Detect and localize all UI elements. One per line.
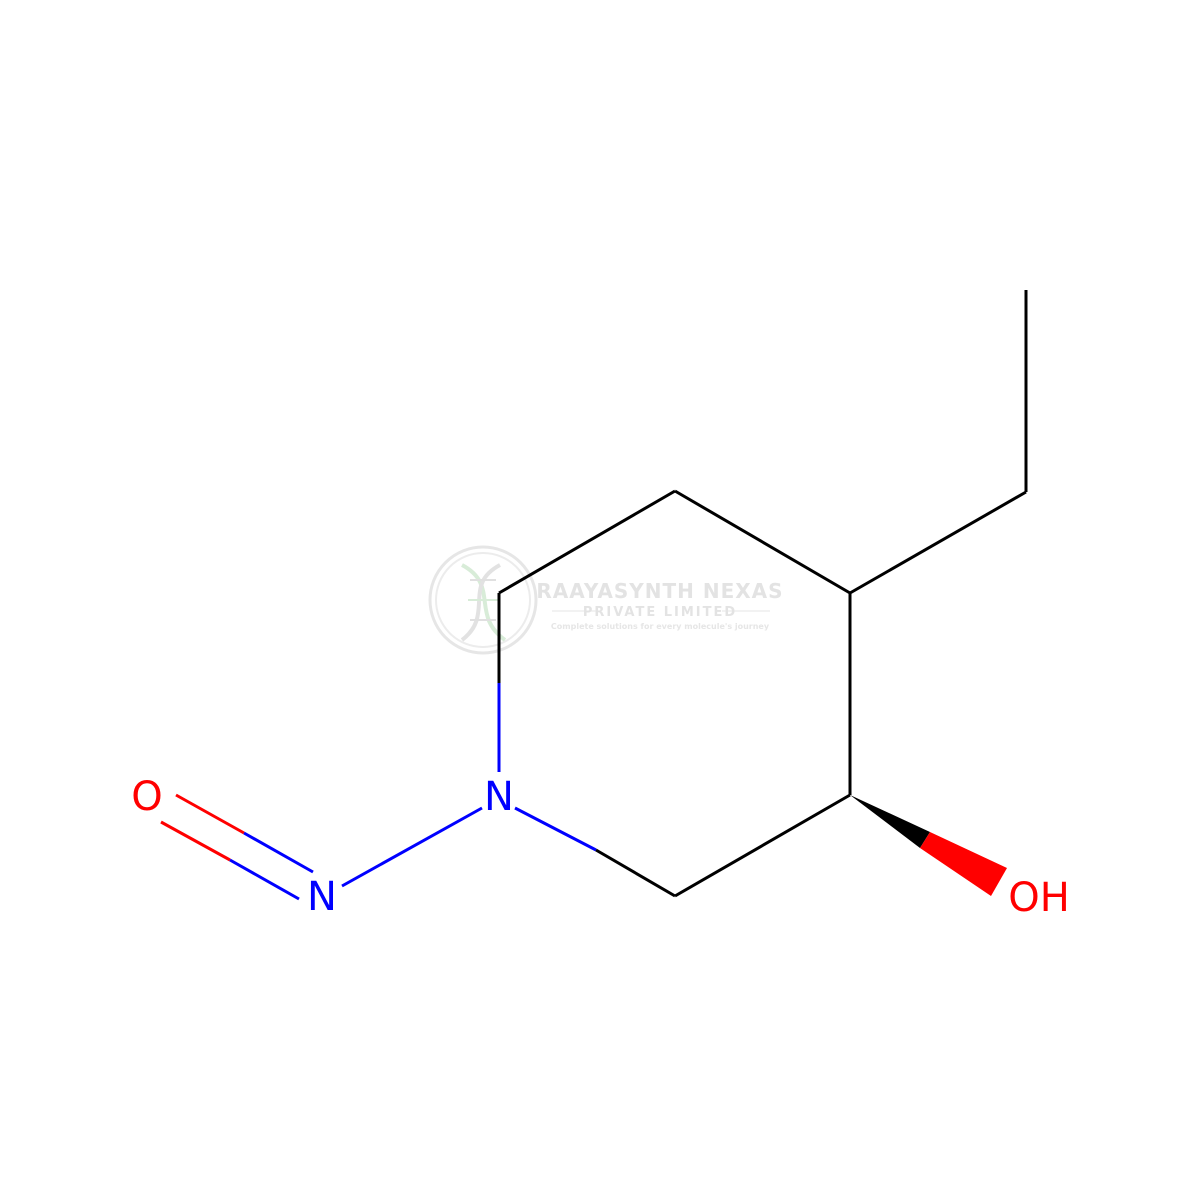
atom-nitroso-nitrogen: N (307, 874, 337, 920)
wedge-red (920, 832, 1007, 896)
bond-n-o-double-1-blue (229, 858, 300, 901)
watermark-subtitle: PRIVATE LIMITED (583, 605, 737, 620)
wedge-black (850, 795, 930, 848)
bond-n-o-double-2-red (175, 793, 245, 835)
wedge-bond-c3-oh (850, 795, 1007, 896)
bond-ring-c5-c6 (498, 489, 676, 595)
bonds (160, 290, 1028, 901)
atom-ring-nitrogen: N (484, 774, 514, 820)
atom-labels: O N N OH (131, 774, 1070, 921)
bond-n-o-double-1-red (160, 820, 231, 862)
bond-n-n (341, 806, 483, 888)
dna-helix-logo-icon (428, 545, 538, 655)
watermark: RAAYASYNTH NEXAS PRIVATE LIMITED Complet… (428, 545, 783, 655)
bond-ring-n1-c2-blue (514, 806, 597, 852)
atom-nitroso-oxygen: O (131, 774, 162, 820)
bond-ethyl-ch2-c4 (849, 490, 1027, 595)
atom-hydroxyl: OH (1008, 875, 1070, 921)
bond-ring-c2-c3 (674, 793, 851, 898)
watermark-tagline: Complete solutions for every molecule's … (551, 622, 770, 631)
bond-ring-c4-c5 (674, 489, 851, 595)
watermark-company: RAAYASYNTH NEXAS (536, 579, 783, 603)
bond-n-o-double-2-blue (243, 831, 314, 874)
bond-ring-n1-c2-black (595, 848, 676, 898)
